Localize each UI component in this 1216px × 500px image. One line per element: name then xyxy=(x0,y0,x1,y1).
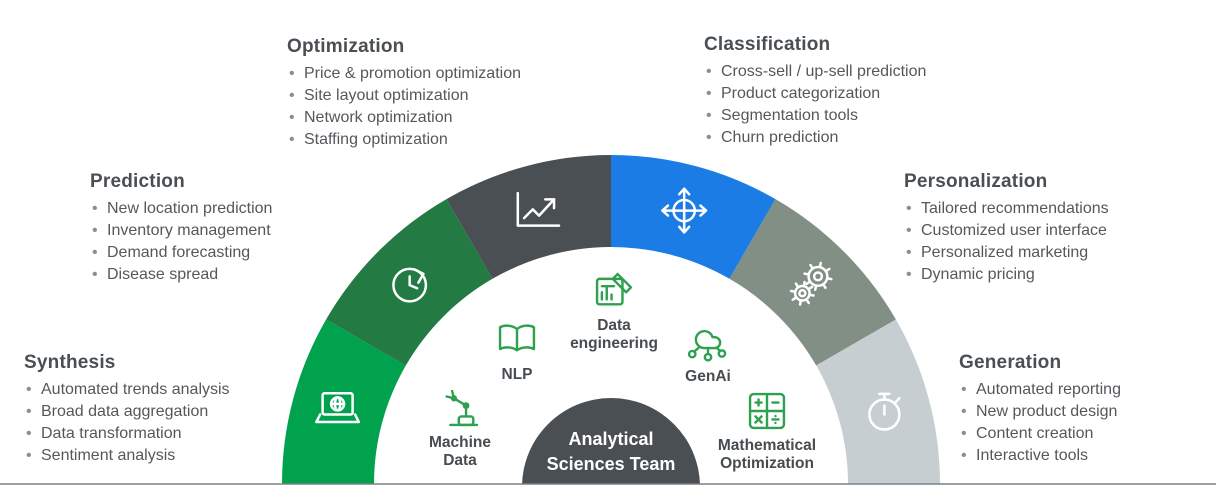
block-title: Prediction xyxy=(90,171,185,192)
list-item: Automated trends analysis xyxy=(24,379,230,401)
gears-icon xyxy=(789,261,833,306)
block-title: Optimization xyxy=(287,36,405,57)
list-item: Automated reporting xyxy=(959,379,1121,401)
inner-item-label: NLP xyxy=(501,366,533,383)
center-circle xyxy=(522,398,700,484)
block-list: Automated trends analysisBroad data aggr… xyxy=(24,379,230,467)
trend-chart-icon xyxy=(516,191,561,227)
block-list: New location predictionInventory managem… xyxy=(90,198,272,286)
center-label-line1: Analytical xyxy=(568,429,654,449)
math-grid-icon xyxy=(748,392,786,430)
list-item: New product design xyxy=(959,401,1121,423)
list-item: Site layout optimization xyxy=(287,85,521,107)
block-personalization: PersonalizationTailored recommendationsC… xyxy=(904,171,1109,286)
block-title: Personalization xyxy=(904,171,1048,192)
stopwatch-icon xyxy=(868,392,901,431)
center-label-line2: Sciences Team xyxy=(546,454,676,474)
list-item: Content creation xyxy=(959,423,1121,445)
blueprint-icon xyxy=(595,272,633,306)
block-prediction: PredictionNew location predictionInvento… xyxy=(90,171,272,286)
segment-personalization xyxy=(729,199,896,366)
block-list: Price & promotion optimizationSite layou… xyxy=(287,63,521,151)
block-optimization: OptimizationPrice & promotion optimizati… xyxy=(287,36,521,151)
block-title: Classification xyxy=(704,34,831,55)
segment-optimization xyxy=(446,155,611,279)
block-list: Cross-sell / up-sell predictionProduct c… xyxy=(704,61,926,149)
list-item: Interactive tools xyxy=(959,445,1121,467)
list-item: New location prediction xyxy=(90,198,272,220)
list-item: Product categorization xyxy=(704,83,926,105)
list-item: Sentiment analysis xyxy=(24,445,230,467)
list-item: Churn prediction xyxy=(704,127,926,149)
block-generation: GenerationAutomated reportingNew product… xyxy=(959,352,1121,467)
block-synthesis: SynthesisAutomated trends analysisBroad … xyxy=(24,352,230,467)
list-item: Data transformation xyxy=(24,423,230,445)
list-item: Segmentation tools xyxy=(704,105,926,127)
inner-item-nlp: NLP xyxy=(447,317,587,384)
history-clock-icon xyxy=(392,267,428,303)
list-item: Tailored recommendations xyxy=(904,198,1109,220)
list-item: Demand forecasting xyxy=(90,242,272,264)
block-list: Automated reportingNew product designCon… xyxy=(959,379,1121,467)
target-arrows-icon xyxy=(661,187,708,234)
list-item: Inventory management xyxy=(90,220,272,242)
list-item: Personalized marketing xyxy=(904,242,1109,264)
block-list: Tailored recommendationsCustomized user … xyxy=(904,198,1109,286)
inner-item-label: GenAi xyxy=(685,368,731,385)
list-item: Dynamic pricing xyxy=(904,264,1109,286)
list-item: Cross-sell / up-sell prediction xyxy=(704,61,926,83)
ai-cloud-icon xyxy=(687,329,727,362)
block-title: Synthesis xyxy=(24,352,116,373)
list-item: Network optimization xyxy=(287,107,521,129)
center-label: Analytical Sciences Team xyxy=(501,427,721,477)
robot-arm-icon xyxy=(445,389,479,427)
list-item: Disease spread xyxy=(90,264,272,286)
block-title: Generation xyxy=(959,352,1062,373)
list-item: Broad data aggregation xyxy=(24,401,230,423)
inner-item-genai: GenAi xyxy=(638,319,778,386)
list-item: Customized user interface xyxy=(904,220,1109,242)
block-classification: ClassificationCross-sell / up-sell predi… xyxy=(704,34,926,149)
book-icon xyxy=(498,324,536,352)
list-item: Staffing optimization xyxy=(287,129,521,151)
list-item: Price & promotion optimization xyxy=(287,63,521,85)
laptop-globe-icon xyxy=(315,392,361,424)
